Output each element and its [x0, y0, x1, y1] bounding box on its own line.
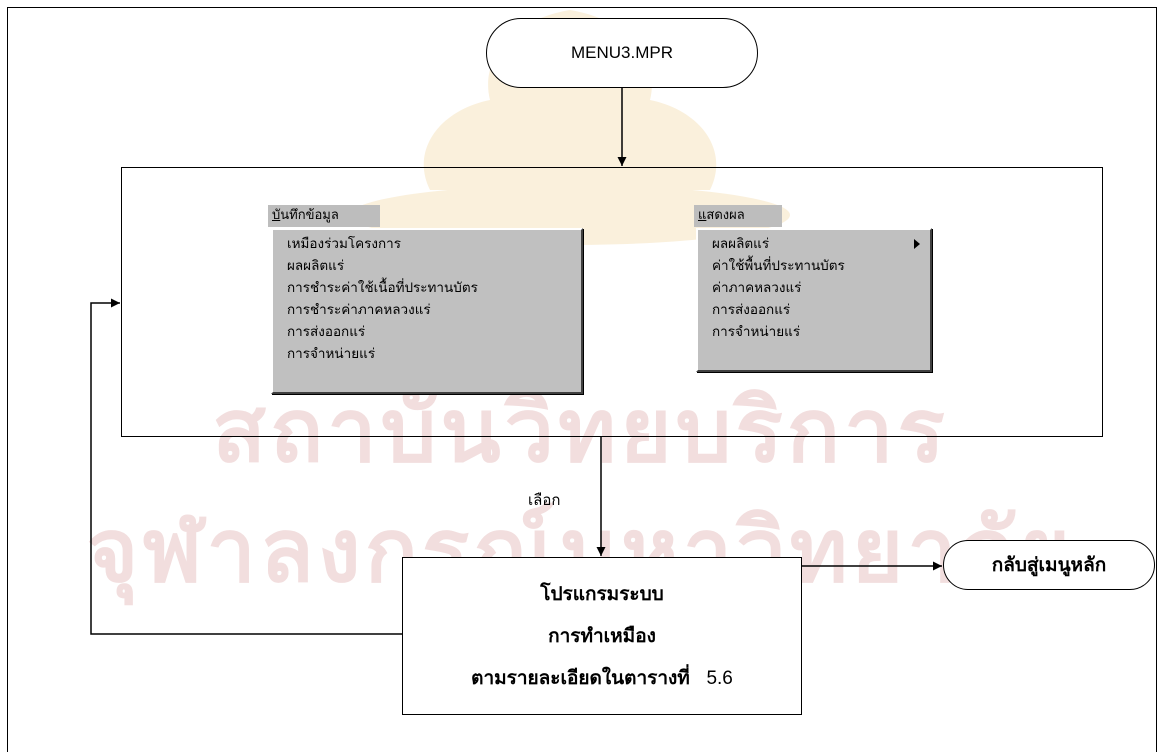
menu-item-joint-mine[interactable]: เหมืองร่วมโครงการ	[287, 236, 401, 252]
arrow-loop-back	[90, 298, 402, 635]
start-terminal: MENU3.MPR	[486, 18, 758, 88]
process-line-2: การทำเหมือง	[548, 624, 656, 647]
menu-item-mineral-output[interactable]: ผลผลิตแร่	[287, 258, 345, 274]
end-terminal-label: กลับสู่เมนูหลัก	[991, 554, 1107, 576]
process-line-3: ตามรายละเอียดในตารางที่ 5.6	[471, 657, 733, 700]
start-terminal-label: MENU3.MPR	[570, 43, 673, 62]
display-item-sale[interactable]: การจำหน่ายแร่	[712, 324, 801, 340]
display-item-export[interactable]: การส่งออกแร่	[712, 302, 791, 318]
display-item-mineral-output[interactable]: ผลผลิตแร่	[698, 233, 930, 255]
end-terminal: กลับสู่เมนูหลัก	[943, 540, 1155, 590]
menu-title-display-label: แสดงผล	[698, 208, 745, 223]
menu-item-concession-area-fee[interactable]: การชำระค่าใช้เนื้อที่ประทานบัตร	[287, 280, 478, 296]
process-table-ref: 5.6	[706, 667, 733, 689]
process-box: โปรแกรมระบบ การทำเหมือง ตามรายละเอียดในต…	[402, 557, 802, 715]
display-item-mineral-output-label: ผลผลิตแร่	[712, 236, 770, 252]
menu-screen-box	[121, 167, 1103, 437]
display-item-royalty[interactable]: ค่าภาคหลวงแร่	[712, 280, 802, 296]
submenu-arrow-icon	[914, 239, 920, 249]
process-line-1: โปรแกรมระบบ	[540, 582, 664, 605]
record-data-dropdown: เหมืองร่วมโครงการ ผลผลิตแร่ การชำระค่าใช…	[271, 228, 583, 394]
display-item-area-fee[interactable]: ค่าใช้พื้นที่ประทานบัตร	[712, 258, 845, 274]
outer-frame	[7, 7, 1157, 752]
menu-item-mineral-sale[interactable]: การจำหน่ายแร่	[287, 346, 376, 362]
menu-title-record-data-label: บันทึกข้อมูล	[272, 208, 339, 223]
menu-item-royalty-payment[interactable]: การชำระค่าภาคหลวงแร่	[287, 302, 431, 318]
menu-title-record-data[interactable]: บันทึกข้อมูล	[268, 205, 380, 227]
menu-title-display[interactable]: แสดงผล	[694, 205, 782, 227]
choose-label: เลือก	[528, 491, 561, 509]
process-line-3-text: ตามรายละเอียดในตารางที่	[471, 666, 690, 689]
display-dropdown: ผลผลิตแร่ ค่าใช้พื้นที่ประทานบัตร ค่าภาค…	[696, 228, 932, 372]
menu-item-mineral-export[interactable]: การส่งออกแร่	[287, 324, 366, 340]
